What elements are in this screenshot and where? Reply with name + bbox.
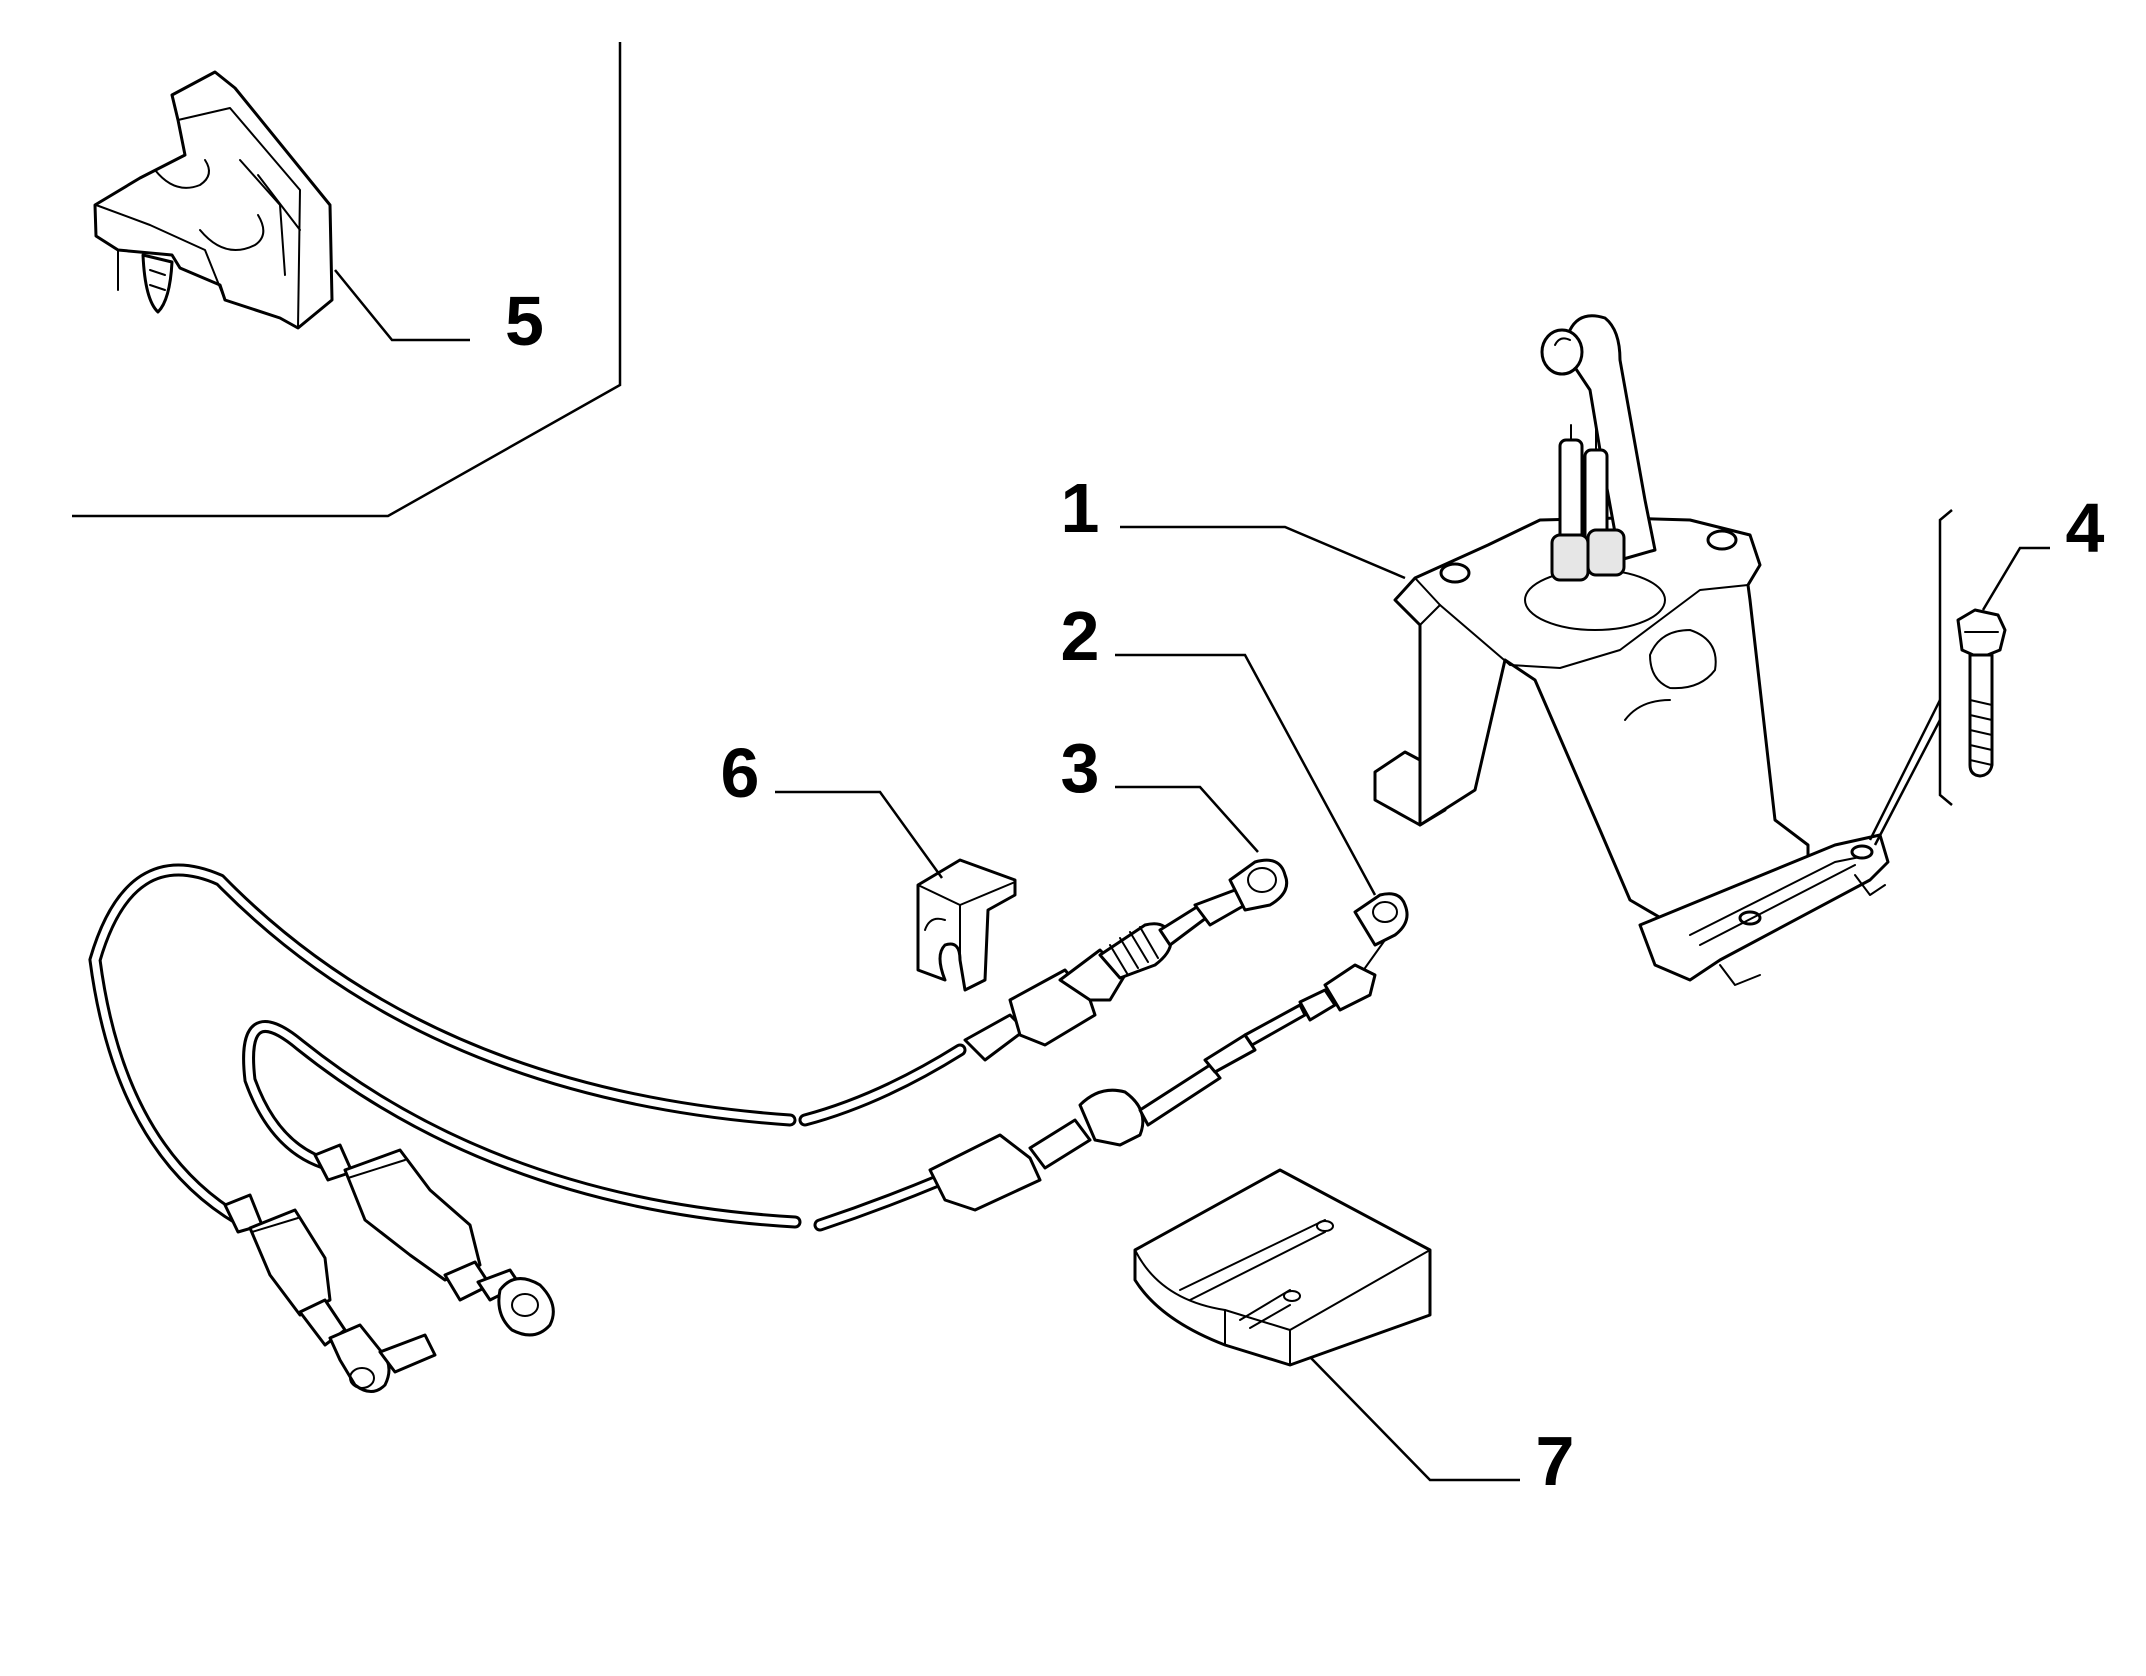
leader-6 [775, 790, 944, 879]
leader-5 [334, 269, 470, 342]
callout-4: 4 [2066, 489, 2105, 567]
bracket-4 [1938, 509, 1953, 806]
bolt-pointer-a [1868, 699, 1942, 841]
leader-7 [1309, 1356, 1520, 1482]
leader-2 [1115, 653, 1377, 896]
leader-1 [1120, 525, 1406, 580]
callout-2: 2 [1061, 597, 1100, 675]
part-6-cable-bracket [916, 858, 1017, 992]
leader-3 [1115, 785, 1259, 853]
part-2-engagement-cable [242, 892, 1409, 1337]
part-5-cable-clip [93, 70, 334, 330]
callout-7: 7 [1536, 1422, 1575, 1500]
inset-frame [72, 42, 622, 518]
part-7-pad [1133, 1168, 1432, 1367]
leader-4 [1981, 546, 2050, 611]
bolt-pointer-b [1873, 719, 1942, 846]
callout-5: 5 [505, 282, 544, 360]
callout-3: 3 [1061, 729, 1100, 807]
part-3-selector-cable [88, 858, 1289, 1393]
callout-1: 1 [1061, 469, 1100, 547]
callout-6: 6 [721, 734, 760, 812]
part-4-bolt [1956, 608, 2007, 778]
part-1-gearshift-housing [1373, 314, 1890, 986]
